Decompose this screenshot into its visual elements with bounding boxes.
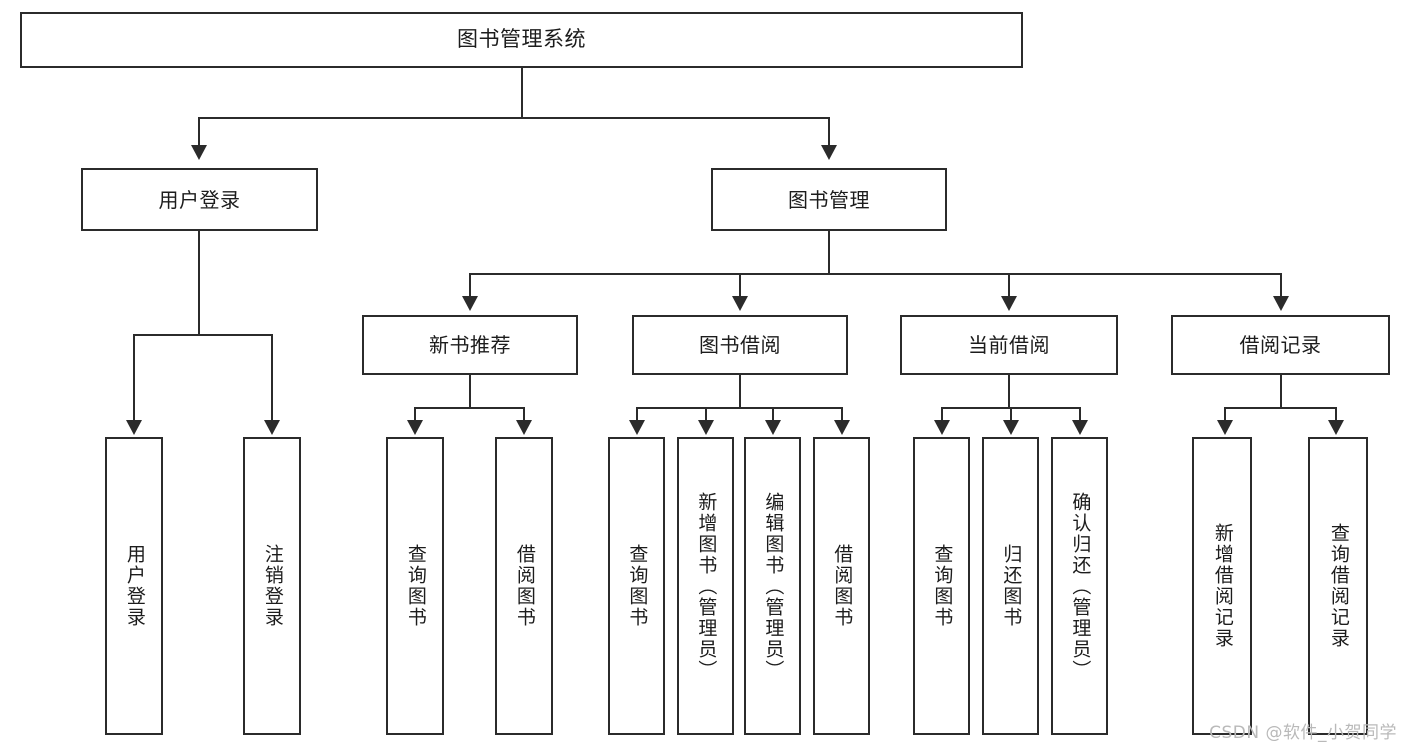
arrowhead-book-borrow xyxy=(732,296,748,311)
connector-book-borrow-drop-2 xyxy=(705,407,707,422)
connector-to-new-book-rec xyxy=(469,273,471,297)
connector-to-current-borrow xyxy=(1008,273,1010,297)
connector-new-book-rec-bus xyxy=(414,407,525,409)
leaf-confirm-return[interactable]: 确认归还（管理员） xyxy=(1051,437,1108,735)
connector-root-stem xyxy=(521,68,523,118)
connector-borrow-record-bus xyxy=(1224,407,1337,409)
leaf-borrow-book-2-label: 借阅图书 xyxy=(831,544,854,628)
arrowhead-leaf-return-book xyxy=(1003,420,1019,435)
leaf-query-book-2-label: 查询图书 xyxy=(626,544,649,628)
arrowhead-leaf-add-record xyxy=(1217,420,1233,435)
connector-user-login-drop-1 xyxy=(133,334,135,422)
connector-current-borrow-drop-1 xyxy=(941,407,943,422)
node-borrow-record[interactable]: 借阅记录 xyxy=(1171,315,1390,375)
connector-book-manage-bus xyxy=(469,273,1281,275)
leaf-borrow-book-1[interactable]: 借阅图书 xyxy=(495,437,553,735)
node-book-manage-label: 图书管理 xyxy=(788,187,870,212)
leaf-edit-book-label: 编辑图书（管理员） xyxy=(762,491,785,681)
arrowhead-leaf-confirm-return xyxy=(1072,420,1088,435)
node-new-book-rec-label: 新书推荐 xyxy=(429,333,511,357)
leaf-user-login[interactable]: 用户登录 xyxy=(105,437,163,735)
connector-borrow-record-drop-1 xyxy=(1224,407,1226,422)
node-borrow-record-label: 借阅记录 xyxy=(1239,333,1322,357)
leaf-user-login-label: 用户登录 xyxy=(123,544,146,628)
node-current-borrow-label: 当前借阅 xyxy=(968,333,1050,357)
connector-book-borrow-bus xyxy=(636,407,843,409)
connector-current-borrow-drop-3 xyxy=(1079,407,1081,422)
connector-new-book-rec-drop-1 xyxy=(414,407,416,422)
leaf-query-book-2[interactable]: 查询图书 xyxy=(608,437,665,735)
leaf-return-book[interactable]: 归还图书 xyxy=(982,437,1039,735)
arrowhead-leaf-query-book-1 xyxy=(407,420,423,435)
connector-book-borrow-drop-4 xyxy=(841,407,843,422)
connector-borrow-record-drop-2 xyxy=(1335,407,1337,422)
arrowhead-root-to-book-manage xyxy=(821,145,837,160)
connector-current-borrow-stem xyxy=(1008,375,1010,408)
arrowhead-leaf-query-record xyxy=(1328,420,1344,435)
leaf-confirm-return-label: 确认归还（管理员） xyxy=(1069,491,1092,681)
arrowhead-leaf-query-book-3 xyxy=(934,420,950,435)
node-current-borrow[interactable]: 当前借阅 xyxy=(900,315,1118,375)
node-book-borrow[interactable]: 图书借阅 xyxy=(632,315,848,375)
leaf-return-book-label: 归还图书 xyxy=(1000,544,1023,628)
node-book-borrow-label: 图书借阅 xyxy=(699,333,781,357)
arrowhead-current-borrow xyxy=(1001,296,1017,311)
arrowhead-borrow-record xyxy=(1273,296,1289,311)
connector-book-manage-stem xyxy=(828,231,830,274)
leaf-query-record-label: 查询借阅记录 xyxy=(1327,523,1350,649)
leaf-add-record-label: 新增借阅记录 xyxy=(1211,523,1234,649)
node-user-login[interactable]: 用户登录 xyxy=(81,168,318,231)
node-book-manage[interactable]: 图书管理 xyxy=(711,168,947,231)
connector-new-book-rec-drop-2 xyxy=(523,407,525,422)
connector-user-login-bus xyxy=(133,334,272,336)
arrowhead-leaf-user-logout xyxy=(264,420,280,435)
arrowhead-leaf-add-book xyxy=(698,420,714,435)
connector-user-login-stem xyxy=(198,231,200,335)
connector-root-to-user-login xyxy=(198,117,200,147)
connector-book-borrow-drop-3 xyxy=(772,407,774,422)
leaf-query-book-1-label: 查询图书 xyxy=(404,544,427,628)
arrowhead-leaf-user-login xyxy=(126,420,142,435)
node-root-system[interactable]: 图书管理系统 xyxy=(20,12,1023,68)
connector-book-borrow-drop-1 xyxy=(636,407,638,422)
connector-root-bus xyxy=(198,117,830,119)
leaf-borrow-book-2[interactable]: 借阅图书 xyxy=(813,437,870,735)
leaf-add-book[interactable]: 新增图书（管理员） xyxy=(677,437,734,735)
leaf-user-logout-label: 注销登录 xyxy=(261,544,284,628)
node-user-login-label: 用户登录 xyxy=(158,187,241,212)
connector-user-login-drop-2 xyxy=(271,334,273,422)
arrowhead-leaf-edit-book xyxy=(765,420,781,435)
connector-book-borrow-stem xyxy=(739,375,741,408)
arrowhead-leaf-query-book-2 xyxy=(629,420,645,435)
connector-to-borrow-record xyxy=(1280,273,1282,297)
connector-to-book-borrow xyxy=(739,273,741,297)
leaf-edit-book[interactable]: 编辑图书（管理员） xyxy=(744,437,801,735)
leaf-query-record[interactable]: 查询借阅记录 xyxy=(1308,437,1368,735)
leaf-query-book-1[interactable]: 查询图书 xyxy=(386,437,444,735)
arrowhead-leaf-borrow-book-2 xyxy=(834,420,850,435)
leaf-user-logout[interactable]: 注销登录 xyxy=(243,437,301,735)
connector-root-to-book-manage xyxy=(828,117,830,147)
arrowhead-new-book-rec xyxy=(462,296,478,311)
node-new-book-rec[interactable]: 新书推荐 xyxy=(362,315,578,375)
arrowhead-root-to-user-login xyxy=(191,145,207,160)
leaf-borrow-book-1-label: 借阅图书 xyxy=(513,544,536,628)
leaf-query-book-3-label: 查询图书 xyxy=(931,544,954,628)
connector-current-borrow-drop-2 xyxy=(1010,407,1012,422)
node-root-system-label: 图书管理系统 xyxy=(457,27,586,52)
leaf-query-book-3[interactable]: 查询图书 xyxy=(913,437,970,735)
connector-borrow-record-stem xyxy=(1280,375,1282,408)
leaf-add-book-label: 新增图书（管理员） xyxy=(695,491,718,681)
leaf-add-record[interactable]: 新增借阅记录 xyxy=(1192,437,1252,735)
arrowhead-leaf-borrow-book-1 xyxy=(516,420,532,435)
connector-new-book-rec-stem xyxy=(469,375,471,408)
